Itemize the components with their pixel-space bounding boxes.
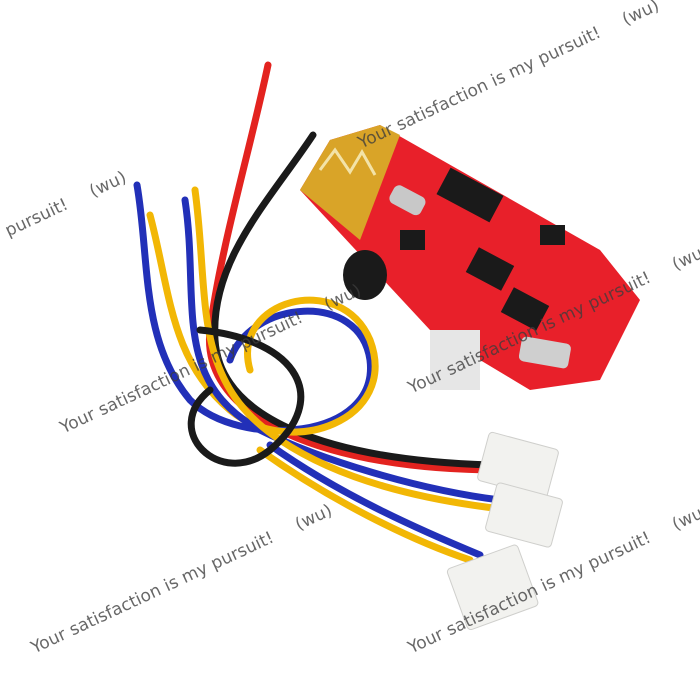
wire-bundle [133, 61, 514, 564]
jst-connectors [446, 431, 563, 631]
pcb-board [300, 125, 640, 390]
